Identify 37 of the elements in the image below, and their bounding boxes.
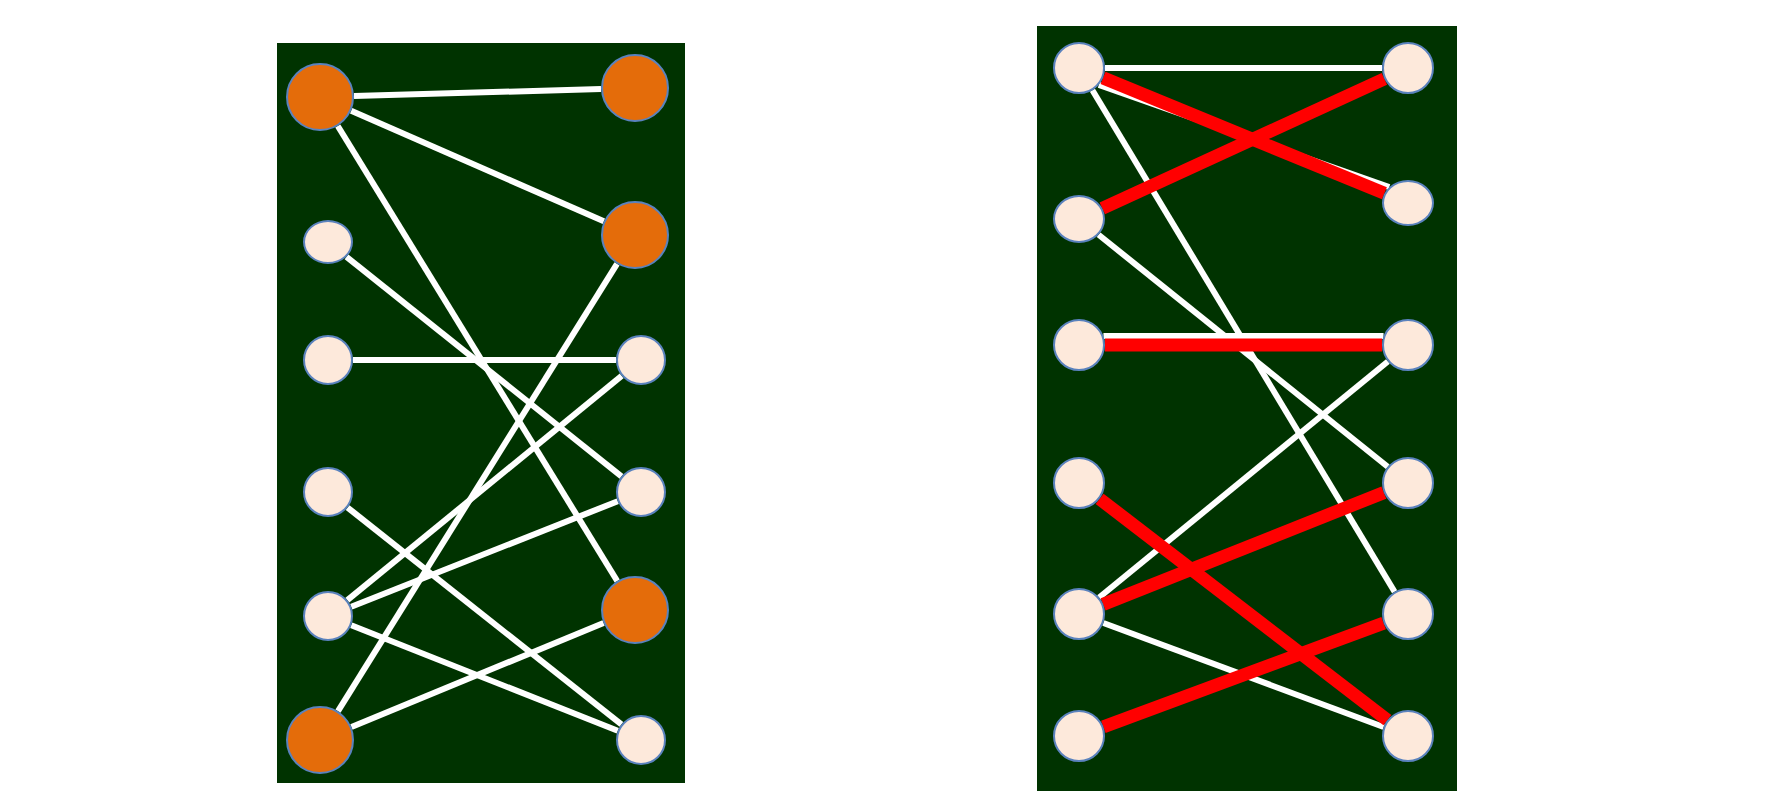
vertex	[1053, 710, 1105, 762]
vertex	[303, 467, 353, 517]
graph-edge	[335, 124, 620, 583]
graph-edge	[353, 357, 616, 363]
graph-edge	[1105, 65, 1382, 71]
graph-edge	[1097, 359, 1390, 600]
vertex	[1382, 588, 1434, 640]
graph-edge	[1103, 333, 1384, 340]
graph-edge	[345, 373, 624, 603]
vertex	[1382, 180, 1434, 226]
vertex	[1382, 710, 1434, 762]
vertex	[1382, 457, 1434, 509]
vertex	[1053, 319, 1105, 371]
vertex	[1382, 42, 1434, 94]
graph-edge	[344, 254, 624, 479]
vertex	[616, 715, 666, 765]
vertex	[1053, 42, 1105, 94]
graph-edge	[345, 505, 624, 727]
vertex	[1053, 588, 1105, 640]
graph-edge	[335, 262, 620, 713]
graph-edge	[350, 498, 619, 610]
graph-edge	[349, 107, 606, 225]
vertex	[1053, 457, 1105, 509]
vertex	[303, 335, 353, 385]
vertex	[1382, 319, 1434, 371]
graph-edge	[353, 85, 602, 100]
vertex	[616, 335, 666, 385]
vertex	[303, 220, 353, 264]
matching-edge	[1100, 486, 1387, 611]
matching-edge	[1105, 338, 1382, 352]
vertex	[616, 467, 666, 517]
matching-edge	[1095, 493, 1392, 726]
graph-edge	[1096, 232, 1390, 470]
graph-edge	[1089, 88, 1398, 594]
vertex	[1053, 195, 1105, 243]
vertex	[303, 591, 353, 641]
graph-panel	[277, 43, 685, 783]
